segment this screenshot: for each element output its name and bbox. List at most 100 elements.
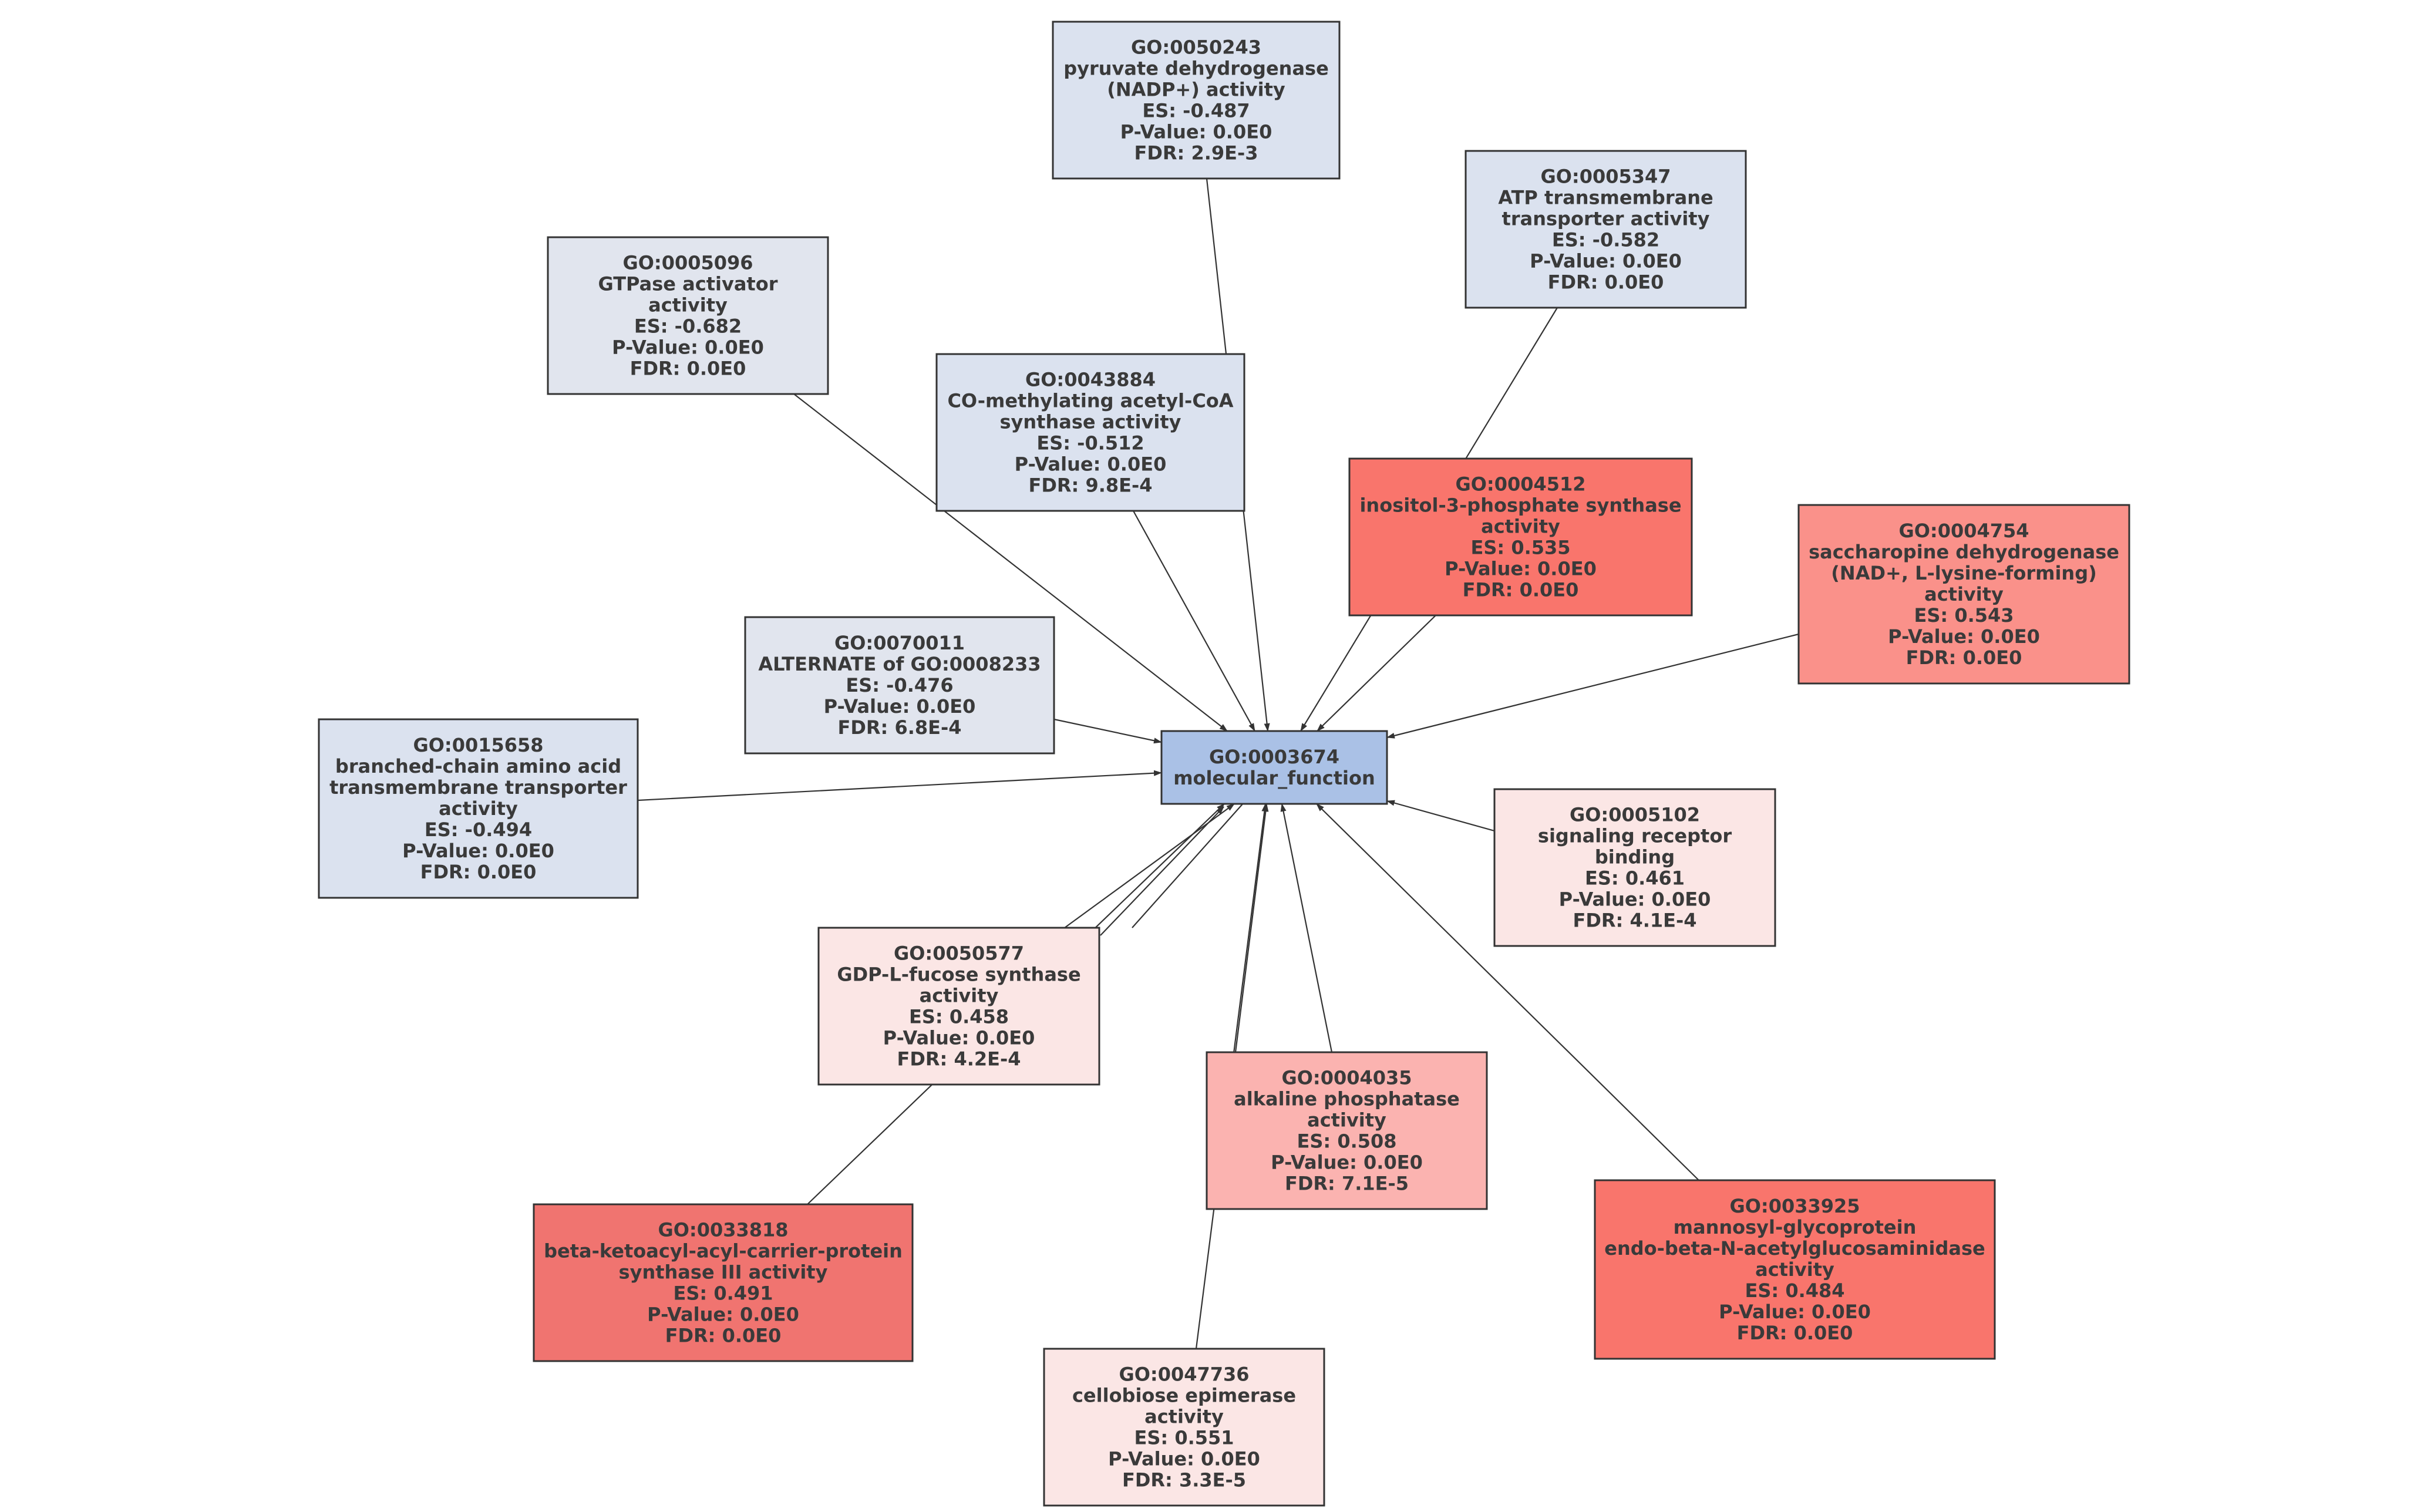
node-label-line: P-Value: 0.0E0 bbox=[612, 336, 764, 359]
edge-n0005102-to-root bbox=[1386, 800, 1495, 832]
node-label-line: ES: -0.487 bbox=[1142, 100, 1250, 122]
node-label-line: activity bbox=[920, 985, 999, 1007]
node-label-line: activity bbox=[1144, 1406, 1224, 1428]
node-label-line: ES: -0.476 bbox=[846, 674, 953, 696]
node-box bbox=[744, 616, 1055, 755]
node-label-line: ALTERNATE of GO:0008233 bbox=[758, 653, 1041, 675]
node-label-line: inositol-3-phosphate synthase bbox=[1359, 494, 1681, 517]
node-go-id: GO:0070011 bbox=[834, 632, 965, 654]
node-go-id: GO:0033925 bbox=[1729, 1195, 1860, 1217]
node-label-line: FDR: 2.9E-3 bbox=[1134, 142, 1258, 164]
node-box bbox=[547, 236, 829, 395]
node-label-line: FDR: 6.8E-4 bbox=[837, 716, 961, 739]
node-label-line: ES: -0.512 bbox=[1036, 432, 1144, 454]
node-label-line: ES: 0.458 bbox=[909, 1006, 1009, 1028]
node-label-line: P-Value: 0.0E0 bbox=[824, 695, 976, 718]
node-label-line: FDR: 3.3E-5 bbox=[1122, 1469, 1246, 1491]
edge-n0004754-to-root bbox=[1386, 633, 1799, 739]
edge-n0004035-to-root bbox=[1280, 803, 1333, 1053]
node-box bbox=[1464, 150, 1747, 309]
node-label-line: ES: 0.491 bbox=[673, 1282, 773, 1305]
node-label-line: FDR: 0.0E0 bbox=[1463, 579, 1579, 601]
node-box bbox=[1052, 21, 1341, 180]
node-label-line: ES: 0.508 bbox=[1297, 1130, 1396, 1153]
node-box bbox=[1043, 1348, 1325, 1507]
node-label-line: alkaline phosphatase bbox=[1234, 1088, 1460, 1110]
node-label-line: activity bbox=[1924, 583, 2004, 605]
node-label-line: FDR: 9.8E-4 bbox=[1028, 474, 1152, 497]
node-label-line: activity bbox=[439, 797, 518, 820]
node-box bbox=[1493, 788, 1776, 947]
node-label-line: (NADP+) activity bbox=[1107, 79, 1285, 101]
node-label-line: FDR: 0.0E0 bbox=[1737, 1322, 1853, 1344]
node-label-line: FDR: 4.2E-4 bbox=[897, 1048, 1021, 1070]
node-box bbox=[1797, 504, 2130, 685]
node-box bbox=[1206, 1051, 1488, 1210]
node-go-id: GO:0005347 bbox=[1540, 166, 1671, 188]
node-label-line: FDR: 0.0E0 bbox=[630, 358, 746, 380]
node-label-line: GDP-L-fucose synthase bbox=[837, 964, 1080, 986]
node-label-line: mannosyl-glycoprotein bbox=[1674, 1216, 1917, 1238]
node-label-line: endo-beta-N-acetylglucosaminidase bbox=[1604, 1237, 1985, 1260]
node-go-id: GO:0004754 bbox=[1898, 520, 2029, 542]
node-label-line: P-Value: 0.0E0 bbox=[883, 1027, 1035, 1049]
node-label-line: signaling receptor bbox=[1538, 825, 1732, 847]
node-label-line: ES: 0.461 bbox=[1585, 867, 1685, 890]
node-go-id: GO:0004512 bbox=[1455, 473, 1585, 496]
node-label-line: P-Value: 0.0E0 bbox=[1445, 558, 1597, 580]
node-label-line: ES: 0.535 bbox=[1470, 537, 1570, 559]
node-box bbox=[817, 927, 1100, 1086]
node-go-id: GO:0015658 bbox=[413, 734, 543, 756]
node-label-line: ES: -0.582 bbox=[1552, 229, 1659, 251]
node-go-id: GO:0043884 bbox=[1025, 369, 1156, 391]
node-go-id: GO:0004035 bbox=[1281, 1067, 1412, 1089]
node-label-line: FDR: 0.0E0 bbox=[420, 861, 537, 883]
node-label-line: FDR: 0.0E0 bbox=[1548, 271, 1664, 294]
node-label-line: transmembrane transporter bbox=[329, 776, 627, 799]
node-go-id: GO:0003674 bbox=[1209, 746, 1339, 768]
node-label-line: P-Value: 0.0E0 bbox=[1888, 625, 2040, 648]
node-go-id: GO:0050243 bbox=[1131, 36, 1261, 59]
node-label-line: P-Value: 0.0E0 bbox=[1271, 1151, 1423, 1174]
edge-n0043884-to-root bbox=[1133, 510, 1255, 732]
node-label-line: activity bbox=[1307, 1109, 1386, 1132]
node-go-id: GO:0005102 bbox=[1570, 804, 1700, 826]
node-label-line: FDR: 0.0E0 bbox=[1906, 646, 2022, 669]
node-label-line: GTPase activator bbox=[598, 273, 778, 295]
edge-n0005096-to-root bbox=[793, 393, 1228, 732]
edge-extra-1 bbox=[1234, 803, 1269, 1053]
node-label-line: beta-ketoacyl-acyl-carrier-protein bbox=[544, 1240, 903, 1262]
node-label-line: synthase III activity bbox=[619, 1261, 828, 1284]
node-label-line: (NAD+, L-lysine-forming) bbox=[1831, 562, 2096, 584]
node-label-line: P-Value: 0.0E0 bbox=[1108, 1448, 1260, 1470]
node-label-line: cellobiose epimerase bbox=[1072, 1385, 1296, 1407]
node-n0033925: GO:0033925mannosyl-glycoproteinendo-beta… bbox=[1594, 1179, 1996, 1360]
node-label-line: P-Value: 0.0E0 bbox=[1719, 1301, 1871, 1323]
node-box bbox=[935, 353, 1245, 512]
node-label-line: CO-methylating acetyl-CoA bbox=[947, 390, 1233, 412]
node-go-id: GO:0047736 bbox=[1119, 1363, 1249, 1386]
edge-n0004512-to-root bbox=[1317, 615, 1436, 732]
node-box bbox=[1348, 457, 1693, 617]
node-label-line: binding bbox=[1595, 846, 1675, 868]
node-go-id: GO:0033818 bbox=[658, 1219, 788, 1241]
node-go-id: GO:0050577 bbox=[894, 942, 1024, 965]
node-label-line: ES: -0.494 bbox=[425, 819, 532, 841]
node-label-line: ES: 0.484 bbox=[1745, 1279, 1844, 1302]
node-label-line: P-Value: 0.0E0 bbox=[1120, 121, 1272, 143]
edge-n0015658-to-root bbox=[637, 770, 1162, 802]
node-label-line: activity bbox=[1755, 1258, 1834, 1281]
node-label-line: molecular_function bbox=[1173, 767, 1375, 789]
node-label-line: P-Value: 0.0E0 bbox=[402, 840, 554, 862]
node-label-line: pyruvate dehydrogenase bbox=[1063, 58, 1329, 80]
node-n0033818: GO:0033818beta-ketoacyl-acyl-carrier-pro… bbox=[533, 1203, 914, 1362]
